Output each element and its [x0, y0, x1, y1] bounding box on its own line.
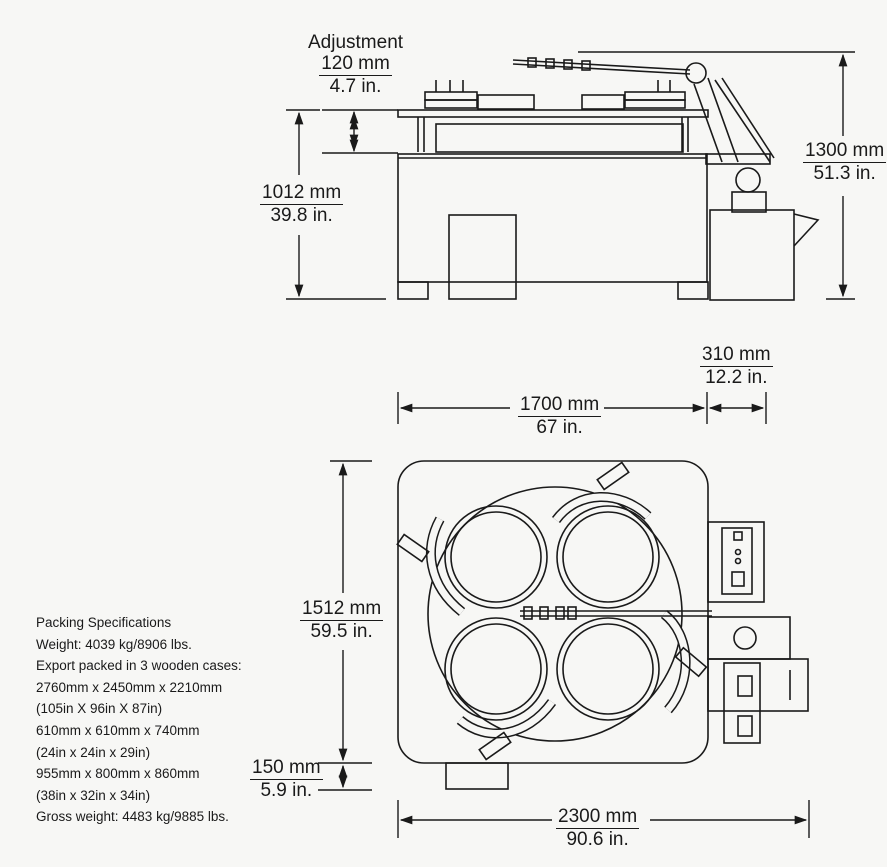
packing-spec-line: Weight: 4039 kg/8906 lbs. [36, 636, 192, 652]
side-foot-left [397, 281, 429, 300]
table-height-label: 1012 mm 39.8 in. [260, 182, 344, 226]
top-foot [445, 762, 509, 790]
packing-specifications: Packing Specifications Weight: 4039 kg/8… [36, 612, 242, 828]
side-view [397, 57, 820, 301]
packing-spec-line: 2760mm x 2450mm x 2210mm [36, 679, 223, 695]
packing-spec-line: (24in x 24in x 29in) [36, 744, 151, 760]
overall-height-label: 1300 mm 51.3 in. [803, 140, 887, 184]
top-cabinet [397, 460, 709, 764]
adjustment-label: Adjustment 120 mm 4.7 in. [308, 32, 403, 97]
cabinet-width-imperial: 67 in. [536, 417, 583, 438]
side-foot-right [677, 281, 709, 300]
packing-spec-line: (105in X 96in X 87in) [36, 701, 163, 717]
motor-housing [707, 616, 791, 660]
packing-spec-line: Export packed in 3 wooden cases: [36, 658, 242, 674]
foot-offset-imperial: 5.9 in. [260, 780, 313, 801]
packing-spec-line: Gross weight: 4483 kg/9885 lbs. [36, 809, 229, 825]
overall-width-label: 2300 mm 90.6 in. [556, 806, 640, 850]
side-unit-width-metric: 310 mm [700, 344, 773, 367]
cabinet-width-label: 1700 mm 67 in. [518, 394, 602, 438]
overall-width-metric: 2300 mm [556, 806, 640, 829]
ring-bottom-left [444, 617, 548, 721]
side-top-bar [397, 109, 709, 118]
side-dimensions [286, 51, 855, 300]
ring-top-left [444, 505, 548, 609]
depth-imperial: 59.5 in. [310, 621, 373, 642]
turntable [427, 486, 683, 742]
depth-label: 1512 mm 59.5 in. [300, 598, 384, 642]
packing-spec-line: 955mm x 800mm x 860mm [36, 766, 200, 782]
control-panel [707, 521, 765, 603]
ring-bottom-right [556, 617, 660, 721]
side-cabinet [397, 153, 708, 283]
ring-top-right [556, 505, 660, 609]
side-door-panel [448, 214, 517, 300]
packing-specs-title: Packing Specifications [36, 615, 172, 630]
table-height-metric: 1012 mm [260, 182, 344, 205]
side-plate [435, 123, 684, 153]
side-unit-width-imperial: 12.2 in. [705, 367, 768, 388]
top-view [396, 460, 809, 790]
foot-offset-label: 150 mm 5.9 in. [250, 757, 323, 801]
overall-height-imperial: 51.3 in. [813, 163, 876, 184]
adjustment-title: Adjustment [308, 32, 404, 53]
table-height-imperial: 39.8 in. [270, 205, 333, 226]
packing-spec-line: 610mm x 610mm x 740mm [36, 722, 200, 738]
packing-spec-line: (38in x 32in x 34in) [36, 787, 151, 803]
depth-metric: 1512 mm [300, 598, 384, 621]
side-unit-width-label: 310 mm 12.2 in. [700, 344, 773, 388]
adjustment-metric: 120 mm [319, 53, 392, 76]
top-dimensions [318, 392, 810, 838]
foot-offset-metric: 150 mm [250, 757, 323, 780]
overall-width-imperial: 90.6 in. [566, 829, 629, 850]
adjustment-imperial: 4.7 in. [329, 76, 382, 97]
cabinet-width-metric: 1700 mm [518, 394, 602, 417]
overall-height-metric: 1300 mm [803, 140, 887, 163]
